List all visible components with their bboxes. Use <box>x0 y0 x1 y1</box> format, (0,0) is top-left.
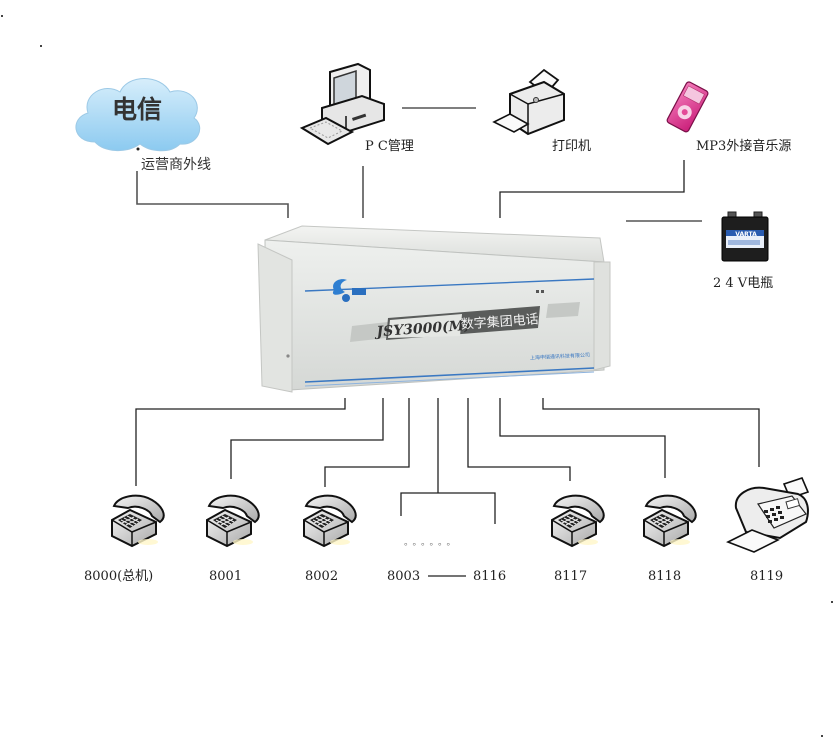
speck <box>1 15 3 17</box>
speck <box>821 735 823 737</box>
cloud-text: 电信 <box>112 95 162 124</box>
ext-label-8002: 8002 <box>305 569 338 584</box>
fax-icon <box>726 477 810 553</box>
ext-label-8001: 8001 <box>209 569 242 584</box>
speck <box>40 45 42 47</box>
telephone-icon <box>551 494 605 548</box>
mp3-label: MP3外接音乐源 <box>696 138 791 154</box>
computer-icon <box>299 62 385 146</box>
cloud-node-dot <box>136 147 140 151</box>
pbx-device: JSY3000(M) 数字集团电话 上海申瑞通讯科技有限公司 <box>257 225 611 393</box>
ext-label-8003: 8003 <box>387 569 420 584</box>
telephone-icon <box>643 494 697 548</box>
device-maker: 上海申瑞通讯科技有限公司 <box>530 351 590 361</box>
telephone-icon <box>206 494 260 548</box>
wire-ext-8117 <box>467 398 571 481</box>
telephone-icon <box>303 494 357 548</box>
battery-brand: VARTA <box>735 231 757 238</box>
telecom-cloud: 电信 <box>75 78 201 152</box>
wire-mp3 <box>499 160 685 218</box>
range-ellipsis: 。。。。。。 <box>404 538 460 548</box>
telecom-label: 运营商外线 <box>141 157 211 173</box>
ext-label-8117: 8117 <box>554 569 587 584</box>
mp3-player-icon <box>666 81 709 133</box>
battery-label: 2 4 V电瓶 <box>713 276 773 291</box>
printer-icon <box>492 68 565 136</box>
battery-icon: VARTA <box>721 211 769 262</box>
wire-ext-8002 <box>324 398 410 487</box>
wire-ext-8001 <box>230 398 384 479</box>
device-name: 数字集团电话 <box>460 311 539 332</box>
printer-label: 打印机 <box>552 139 591 154</box>
wire-range-bracket <box>400 492 496 524</box>
telephone-icon <box>111 494 165 548</box>
wire-ext-8000 <box>135 398 346 486</box>
wire-telecom <box>136 171 289 218</box>
wire-ext-8119 <box>542 398 760 467</box>
pc-label: P C管理 <box>365 139 414 154</box>
ext-label-8000: 8000(总机) <box>84 569 153 584</box>
device-model: JSY3000(M) <box>373 318 471 341</box>
ext-label-8119: 8119 <box>750 569 783 584</box>
wire-ext-8118 <box>499 398 666 478</box>
brand-logo-icon <box>332 279 366 302</box>
ext-label-8116: 8116 <box>473 569 506 584</box>
ext-label-8118: 8118 <box>648 569 681 584</box>
speck <box>831 601 833 603</box>
cloud-icon <box>75 78 201 152</box>
